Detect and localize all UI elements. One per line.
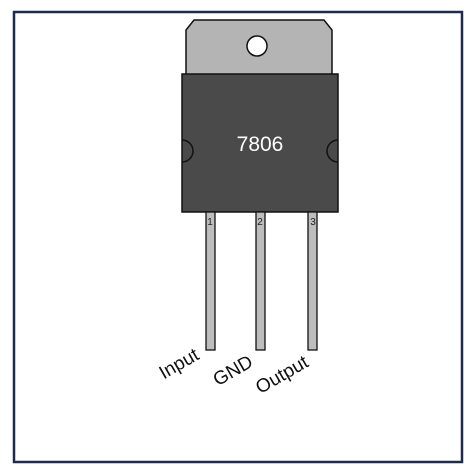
pin-2-number: 2 [257,217,263,228]
part-number-label: 7806 [237,133,284,156]
pin-2-lead [255,211,266,351]
pin-3-lead [307,211,318,351]
pin-3-number: 3 [310,217,316,228]
body-notch-left [181,139,194,163]
body-notch-right [326,139,339,163]
mounting-hole [246,35,268,57]
pin-1-number: 1 [207,217,213,228]
pin-1-lead [205,211,216,351]
